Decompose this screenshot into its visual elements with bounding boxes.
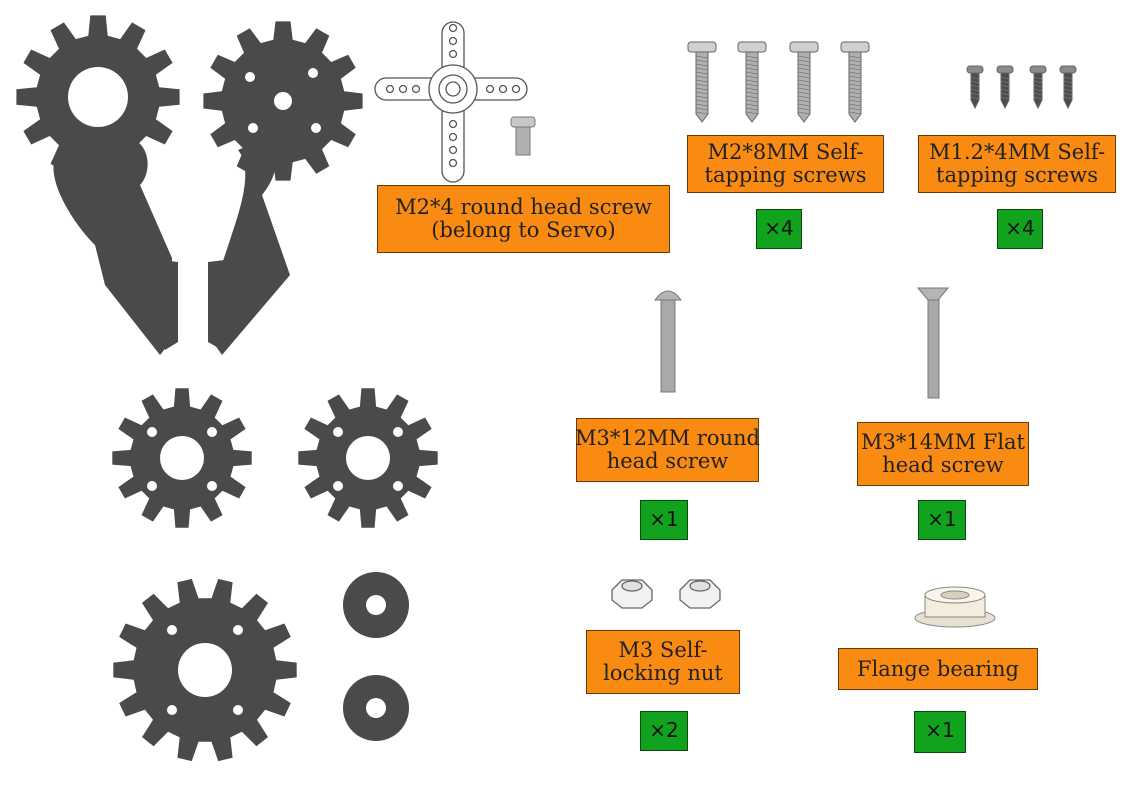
qty-m3-flat-screw: ×1 [918, 500, 966, 540]
screw-icon [1029, 65, 1047, 110]
m3-flat-screw-icon [916, 287, 950, 399]
gear-small-1 [112, 388, 252, 528]
servo-horn [374, 21, 528, 183]
label-m12-self-tapping: M1.2*4MM Self- tapping screws [918, 135, 1116, 193]
label-flange-bearing: Flange bearing [838, 648, 1038, 690]
claw-serration [160, 260, 178, 350]
washer-2 [343, 675, 409, 741]
servo-screw-icon [510, 116, 536, 156]
claw-arm-right [203, 21, 363, 355]
gear-small-2 [298, 388, 438, 528]
screw-icon [737, 41, 767, 123]
qty-m3-lock-nut: ×2 [640, 711, 688, 751]
screw-icon [966, 65, 984, 110]
flange-bearing-icon [914, 586, 996, 628]
lock-nut-icon [611, 579, 721, 609]
qty-m2-self-tapping: ×4 [756, 209, 802, 249]
label-m2-self-tapping: M2*8MM Self- tapping screws [687, 135, 884, 193]
label-servo-screw: M2*4 round head screw (belong to Servo) [377, 185, 670, 253]
label-m3-lock-nut: M3 Self- locking nut [586, 630, 740, 694]
claw-arm-left [16, 15, 180, 355]
screw-icon [789, 41, 819, 123]
screw-icon [1059, 65, 1077, 110]
claw-serration [208, 260, 225, 350]
gear-large [113, 578, 297, 762]
qty-m3-round-screw: ×1 [640, 500, 688, 540]
screw-icon [996, 65, 1014, 110]
qty-flange-bearing: ×1 [914, 711, 966, 753]
screw-icon [840, 41, 870, 123]
m3-round-screw-icon [654, 290, 682, 393]
screw-icon [687, 41, 717, 123]
label-m3-flat-screw: M3*14MM Flat head screw [857, 422, 1029, 486]
washer-1 [343, 572, 409, 638]
label-m3-round-screw: M3*12MM round head screw [575, 418, 760, 482]
qty-m12-self-tapping: ×4 [997, 209, 1043, 249]
